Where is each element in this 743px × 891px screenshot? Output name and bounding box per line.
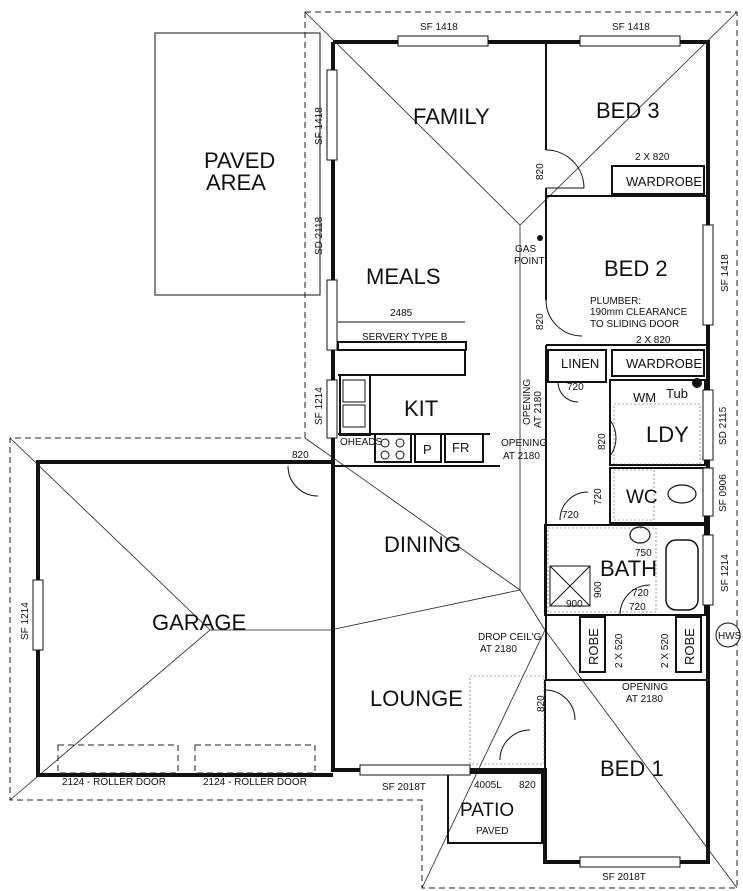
label-plumber-1: PLUMBER: <box>590 296 641 307</box>
label-robe-right-size: 2 X 520 <box>660 633 671 668</box>
room-patio-sub: PAVED <box>476 826 508 837</box>
room-wardrobe-top: WARDROBE <box>626 174 702 189</box>
tile-hatch <box>469 403 701 765</box>
roller-doors <box>57 744 316 774</box>
door-swings <box>287 149 651 761</box>
room-bed1: BED 1 <box>600 756 664 781</box>
label-opening-dining-1: OPENING <box>501 438 547 449</box>
label-sf1214-garage: SF 1214 <box>20 602 31 640</box>
room-bath: BATH <box>600 556 657 581</box>
label-roller-1: 2124 - ROLLER DOOR <box>62 777 166 788</box>
room-bed2: BED 2 <box>604 256 668 281</box>
roof-lines <box>9 11 738 889</box>
label-sf1418-left: SF 1418 <box>314 107 325 145</box>
label-sf1214-bath: SF 1214 <box>720 554 731 592</box>
label-door750: 750 <box>635 548 652 559</box>
room-dining: DINING <box>384 532 461 557</box>
label-drop-ceil-1: DROP CEIL'G <box>478 632 542 643</box>
label-wardrobe-top-size: 2 X 820 <box>635 152 670 163</box>
label-wardrobe-mid-size: 2 X 820 <box>636 335 671 346</box>
label-sf1418-bed2: SF 1418 <box>720 254 731 292</box>
label-sd2118: SD 2118 <box>314 216 325 255</box>
label-door720-wc: 720 <box>593 488 604 505</box>
label-opening-bed1-1: OPENING <box>622 682 668 693</box>
label-sf1418-top-right: SF 1418 <box>612 22 650 33</box>
room-meals: MEALS <box>366 264 441 289</box>
room-tub: Tub <box>666 386 688 401</box>
label-gas-2: POINT <box>514 256 545 267</box>
label-door720-bath: 720 <box>629 602 646 613</box>
room-robe-left: ROBE <box>586 628 601 665</box>
cooktop <box>380 438 405 460</box>
label-door720-wc2: 720 <box>562 510 579 521</box>
label-sf1214-kit: SF 1214 <box>314 387 325 425</box>
bathtub <box>665 539 699 611</box>
label-door820-family: 820 <box>535 163 546 180</box>
label-oheads: OHEADS <box>340 437 383 448</box>
shower <box>549 565 591 607</box>
room-ldy: LDY <box>646 422 689 447</box>
gas-point-marker <box>537 235 543 241</box>
label-sf2018-bed1: SF 2018T <box>602 872 646 883</box>
label-door820-bed2: 820 <box>535 313 546 330</box>
room-lounge: LOUNGE <box>370 686 463 711</box>
label-sf2018-lounge: SF 2018T <box>382 782 426 793</box>
room-patio: PATIO <box>460 800 514 821</box>
label-dim2485: 2485 <box>390 308 413 319</box>
room-fr: FR <box>452 440 469 455</box>
label-shower-900v: 900 <box>593 581 604 598</box>
label-opening-bed1-2: AT 2180 <box>626 694 663 705</box>
room-wm: WM <box>633 390 656 405</box>
tub-marker <box>692 378 702 388</box>
label-door820-ldy: 820 <box>597 433 608 450</box>
label-door820-patio: 820 <box>519 780 536 791</box>
label-bath-720: 720 <box>632 588 649 599</box>
label-hws: HWS <box>718 631 742 642</box>
label-drop-ceil-2: AT 2180 <box>480 644 517 655</box>
room-family: FAMILY <box>413 104 490 129</box>
label-door720-linen: 720 <box>567 382 584 393</box>
label-robe-left-size: 2 X 520 <box>614 633 625 668</box>
room-wardrobe-mid: WARDROBE <box>626 356 702 371</box>
label-gas-1: GAS <box>515 244 536 255</box>
label-opening-kit-1: OPENING <box>522 379 533 425</box>
label-servery: SERVERY TYPE B <box>362 332 448 343</box>
label-plumber-3: TO SLIDING DOOR <box>590 319 679 330</box>
label-sf1418-top-left: SF 1418 <box>420 22 458 33</box>
room-kit: KIT <box>404 396 438 421</box>
label-opening-dining-2: AT 2180 <box>503 451 540 462</box>
label-sd2115: SD 2115 <box>718 406 729 445</box>
room-p: P <box>423 442 432 457</box>
room-bed3: BED 3 <box>596 98 660 123</box>
label-door820-lounge: 820 <box>536 695 547 712</box>
label-plumber-2: 190mm CLEARANCE <box>590 307 688 318</box>
main-walls <box>36 40 710 864</box>
label-shower-900: 900 <box>566 599 583 610</box>
room-garage: GARAGE <box>152 610 246 635</box>
label-sf0906: SF 0906 <box>718 474 729 512</box>
kitchen-sink <box>342 379 366 428</box>
windows <box>32 35 714 868</box>
room-paved-2: AREA <box>206 170 266 195</box>
label-roller-2: 2124 - ROLLER DOOR <box>203 777 307 788</box>
label-sl4005: 4005L <box>474 780 502 791</box>
eaves-outline <box>9 11 738 889</box>
label-opening-kit-2: AT 2180 <box>533 391 544 428</box>
room-linen: LINEN <box>561 356 599 371</box>
label-door820-garage: 820 <box>292 450 309 461</box>
room-paved-1: PAVED <box>204 148 275 173</box>
paved-area <box>154 32 321 296</box>
room-robe-right: ROBE <box>682 628 697 665</box>
room-wc: WC <box>626 487 658 508</box>
basin <box>629 526 651 544</box>
hws-unit <box>715 622 741 648</box>
toilet <box>667 484 697 504</box>
